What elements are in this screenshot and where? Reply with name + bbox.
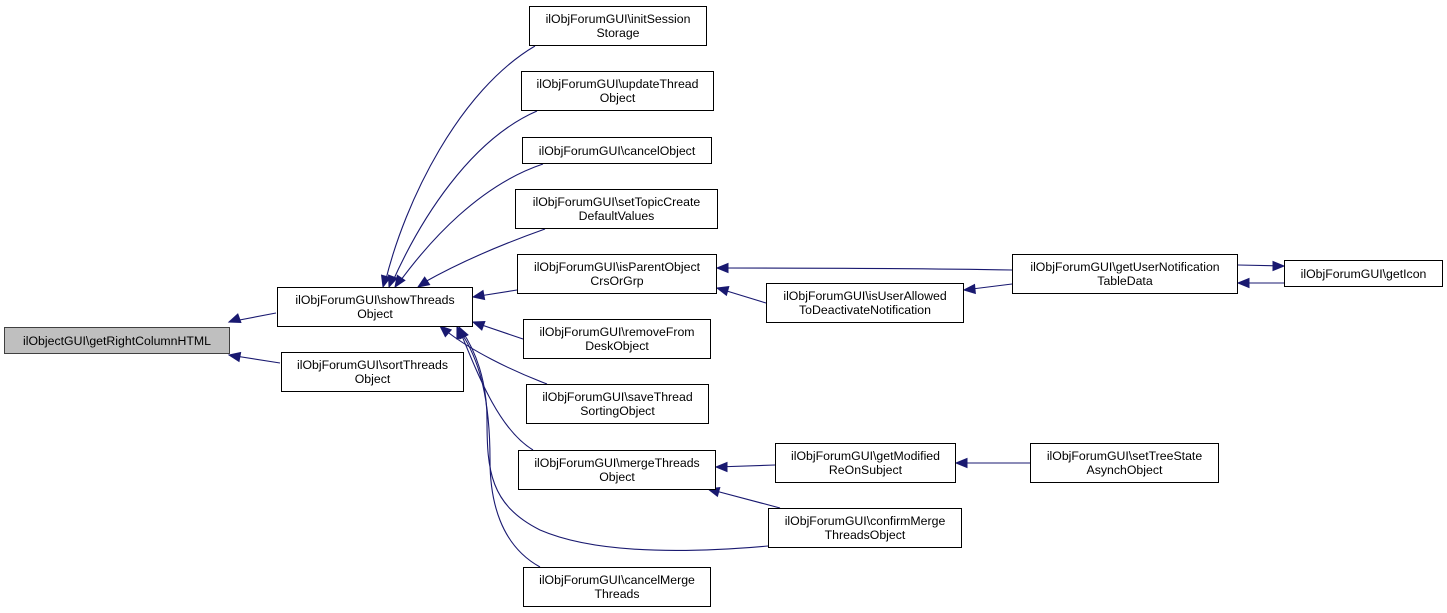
node-showThreadsObject[interactable]: ilObjForumGUI\showThreads Object [277,287,473,327]
arrowhead-icon [394,274,406,289]
edge-isUserAllowed-to-isParentObject [715,285,767,304]
arrowhead-icon [1272,260,1286,272]
arrowhead-icon [227,351,242,363]
edge-showThreads-to-root [227,312,277,323]
node-setTreeStateAsynchObject[interactable]: ilObjForumGUI\setTreeState AsynchObject [1030,443,1219,483]
arrowhead-icon [227,313,242,323]
edge-getUserNotification-to-isUserAllowed [962,283,1013,295]
edge-sortThreads-to-root [227,351,281,364]
edge-initSession-to-showThreads [380,45,536,289]
node-removeFromDeskObject[interactable]: ilObjForumGUI\removeFrom DeskObject [523,319,711,359]
edge-setTreeState-to-getModified [954,457,1030,469]
node-getRightColumnHTML[interactable]: ilObjectGUI\getRightColumnHTML [4,327,230,354]
node-setTopicCreateDefaultValues[interactable]: ilObjForumGUI\setTopicCreate DefaultValu… [515,189,718,229]
edge-saveThreadSorting-to-showThreads [439,325,548,385]
edge-getUserNotification-to-isParentObject [715,262,1013,274]
arrowhead-icon [380,274,392,289]
node-isUserAllowedToDeactivateNotification[interactable]: ilObjForumGUI\isUserAllowed ToDeactivate… [766,283,964,323]
edge-confirmMerge-to-showThreads [458,325,769,551]
node-cancelMergeThreads[interactable]: ilObjForumGUI\cancelMerge Threads [523,567,711,607]
edge-line [444,329,548,385]
arrowhead-icon [1236,277,1250,289]
edge-line [459,330,534,451]
node-sortThreadsObject[interactable]: ilObjForumGUI\sortThreads Object [281,352,464,392]
arrowhead-icon [471,289,486,301]
edge-getModified-to-mergeThreads [714,461,776,473]
node-confirmMergeThreadsObject[interactable]: ilObjForumGUI\confirmMerge ThreadsObject [768,508,962,548]
edge-updateThread-to-showThreads [388,110,538,289]
edge-line [384,45,536,284]
edge-isParentObject-to-showThreads [471,289,518,301]
arrowhead-icon [962,283,976,295]
edge-line [459,330,541,568]
edge-getIcon-to-getUserNotification [1236,277,1284,289]
edge-line [397,163,544,285]
arrowhead-icon [715,262,729,274]
arrowhead-icon [471,321,486,331]
edge-setTopicCreate-to-showThreads [416,228,546,288]
edge-confirmMerge-to-mergeThreads [706,486,781,509]
edge-line [716,267,1013,271]
edge-removeFromDesk-to-showThreads [471,321,524,340]
arrowhead-icon [416,276,431,288]
edge-line [711,489,781,509]
edge-line [422,228,546,284]
node-saveThreadSortingObject[interactable]: ilObjForumGUI\saveThread SortingObject [526,384,709,424]
node-getIcon[interactable]: ilObjForumGUI\getIcon [1284,260,1443,287]
arrowhead-icon [714,461,728,473]
node-isParentObjectCrsOrGrp[interactable]: ilObjForumGUI\isParentObject CrsOrGrp [517,254,717,294]
edge-getUserNotification-to-getIcon [1237,260,1286,272]
arrowhead-icon [715,285,730,297]
arrowhead-icon [388,274,398,289]
edge-line [461,330,769,551]
node-mergeThreadsObject[interactable]: ilObjForumGUI\mergeThreads Object [518,450,716,490]
edge-line [391,110,538,284]
node-initSessionStorage[interactable]: ilObjForumGUI\initSession Storage [529,6,707,46]
node-getModifiedReOnSubject[interactable]: ilObjForumGUI\getModified ReOnSubject [775,443,956,483]
node-getUserNotificationTableData[interactable]: ilObjForumGUI\getUserNotification TableD… [1012,254,1238,294]
edge-cancelObject-to-showThreads [394,163,544,289]
node-cancelObject[interactable]: ilObjForumGUI\cancelObject [522,137,712,164]
arrowhead-icon [954,457,968,469]
arrowhead-icon [458,325,469,340]
arrowhead-icon [439,325,453,338]
node-updateThreadObject[interactable]: ilObjForumGUI\updateThread Object [521,71,714,111]
